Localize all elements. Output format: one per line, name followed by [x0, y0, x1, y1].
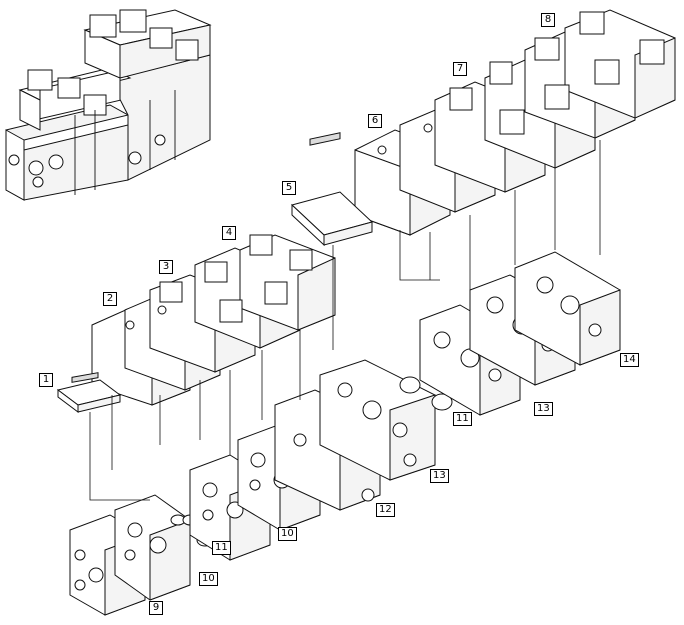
- assembly-lines: [89, 140, 601, 501]
- part-label-3: 3: [159, 260, 173, 274]
- part-label-11b: 11: [453, 412, 472, 426]
- subbase-group-left: [69, 424, 321, 616]
- part-label-2: 2: [103, 292, 117, 306]
- part-label-1: 1: [39, 373, 53, 387]
- part-label-14: 14: [620, 353, 639, 367]
- subbase-group-right: [399, 251, 621, 416]
- part-label-9: 9: [149, 601, 163, 615]
- part-label-13b: 13: [534, 402, 553, 416]
- part-label-10a: 10: [199, 572, 218, 586]
- part-label-12: 12: [376, 503, 395, 517]
- part-label-8: 8: [541, 13, 555, 27]
- valve-group-left: [91, 234, 336, 406]
- part-label-11a: 11: [212, 541, 231, 555]
- assembled-valve-terminal: [5, 9, 212, 201]
- valve-group-top-right: [354, 9, 676, 236]
- part-label-7: 7: [453, 62, 467, 76]
- part-label-6: 6: [368, 114, 382, 128]
- part-label-5: 5: [282, 181, 296, 195]
- part-label-10b: 10: [278, 527, 297, 541]
- cover-plates: [56, 132, 373, 413]
- part-label-13a: 13: [430, 469, 449, 483]
- part-label-4: 4: [222, 226, 236, 240]
- subbase-group-center: [274, 359, 436, 511]
